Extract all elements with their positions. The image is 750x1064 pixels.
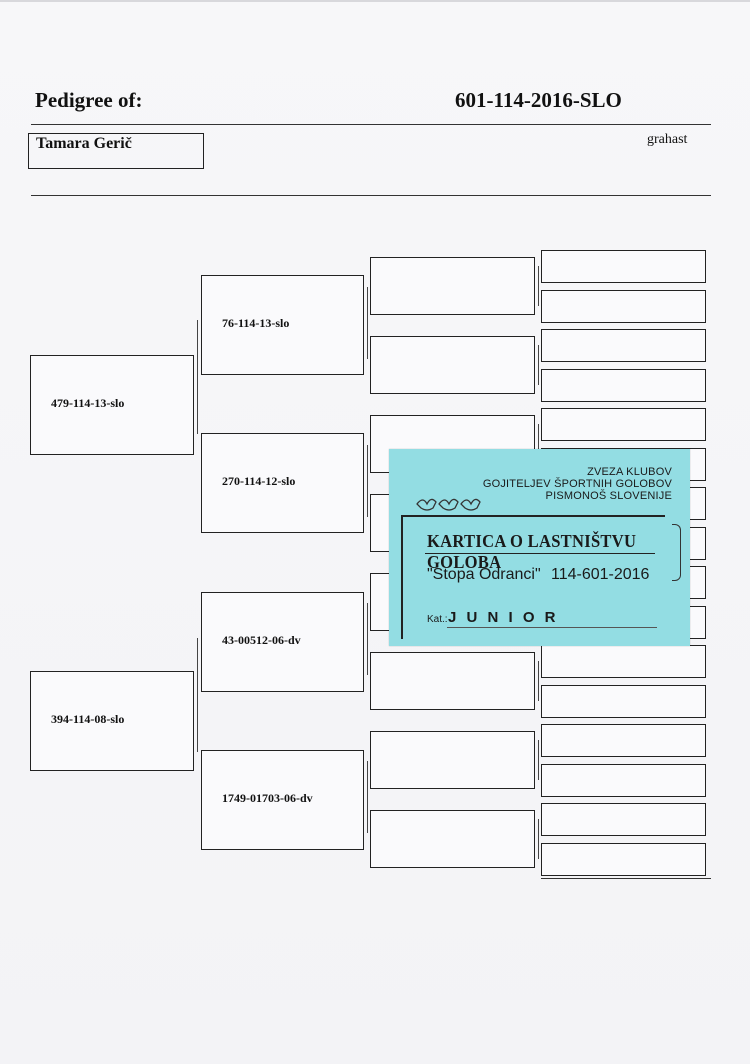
pedigree-label: Pedigree of: [35, 88, 143, 112]
card-organization: ZVEZA KLUBOV GOJITELJEV ŠPORTNIH GOLOBOV… [483, 466, 672, 502]
connector-line [197, 320, 198, 434]
org-line: ZVEZA KLUBOV [587, 466, 672, 478]
parent-ring: 479-114-13-slo [51, 396, 125, 410]
card-title: KARTICA O LASTNIŠTVU GOLOBA [427, 531, 637, 572]
grandparent-box: 43-00512-06-dv [201, 592, 364, 692]
grandparent-ring: 270-114-12-slo [222, 474, 296, 488]
connector-line [538, 266, 539, 306]
card-category-label: Kat.: [427, 614, 448, 625]
ancestor-box [541, 329, 706, 362]
parent-box-sire: 479-114-13-slo [30, 355, 194, 455]
owner-box: Tamara Gerič [28, 133, 204, 169]
ancestor-box [541, 645, 706, 678]
connector-line [367, 287, 368, 359]
card-clip [672, 524, 681, 581]
ownership-card: ZVEZA KLUBOV GOJITELJEV ŠPORTNIH GOLOBOV… [389, 449, 690, 646]
owner-divider [31, 195, 711, 196]
grandparent-ring: 76-114-13-slo [222, 316, 290, 330]
card-category-line [447, 627, 657, 628]
org-line: PISMONOŠ SLOVENIJE [545, 490, 672, 502]
great-grandparent-box [370, 810, 535, 868]
bird-color: grahast [647, 132, 688, 147]
connector-line [538, 424, 539, 464]
connector-line [367, 445, 368, 517]
connector-line [538, 740, 539, 780]
great-grandparent-box [370, 257, 535, 315]
org-line: GOJITELJEV ŠPORTNIH GOLOBOV [482, 478, 672, 490]
ancestor-box [541, 843, 706, 876]
grandparent-box: 1749-01703-06-dv [201, 750, 364, 850]
parent-box-dam: 394-114-08-slo [30, 671, 194, 771]
great-grandparent-box [370, 652, 535, 710]
card-ring-number: 114-601-2016 [551, 566, 650, 583]
connector-line [538, 345, 539, 385]
ancestor-box [541, 290, 706, 323]
connector-line [367, 603, 368, 675]
grandparent-box: 76-114-13-slo [201, 275, 364, 375]
ancestor-box [541, 764, 706, 797]
ancestor-box [541, 803, 706, 836]
connector-line [538, 661, 539, 701]
connector-line [367, 761, 368, 833]
bottom-divider [541, 878, 711, 879]
card-category: J U N I O R [448, 609, 559, 626]
ancestor-box [541, 250, 706, 283]
ancestor-box [541, 408, 706, 441]
grandparent-ring: 43-00512-06-dv [222, 633, 301, 647]
pedigree-ring-number: 601-114-2016-SLO [455, 88, 622, 112]
card-title-underline [425, 553, 655, 554]
card-frame [401, 515, 665, 639]
connector-line [197, 638, 198, 752]
ancestor-box [541, 369, 706, 402]
owner-name: Tamara Gerič [36, 135, 132, 152]
ancestor-box [541, 724, 706, 757]
connector-line [538, 819, 539, 859]
parent-ring: 394-114-08-slo [51, 712, 125, 726]
card-loft-name: "Stopa Odranci" [427, 566, 541, 583]
grandparent-box: 270-114-12-slo [201, 433, 364, 533]
header-divider [31, 124, 711, 125]
great-grandparent-box [370, 336, 535, 394]
ancestor-box [541, 685, 706, 718]
grandparent-ring: 1749-01703-06-dv [222, 791, 313, 805]
great-grandparent-box [370, 731, 535, 789]
dove-icon [415, 494, 485, 521]
